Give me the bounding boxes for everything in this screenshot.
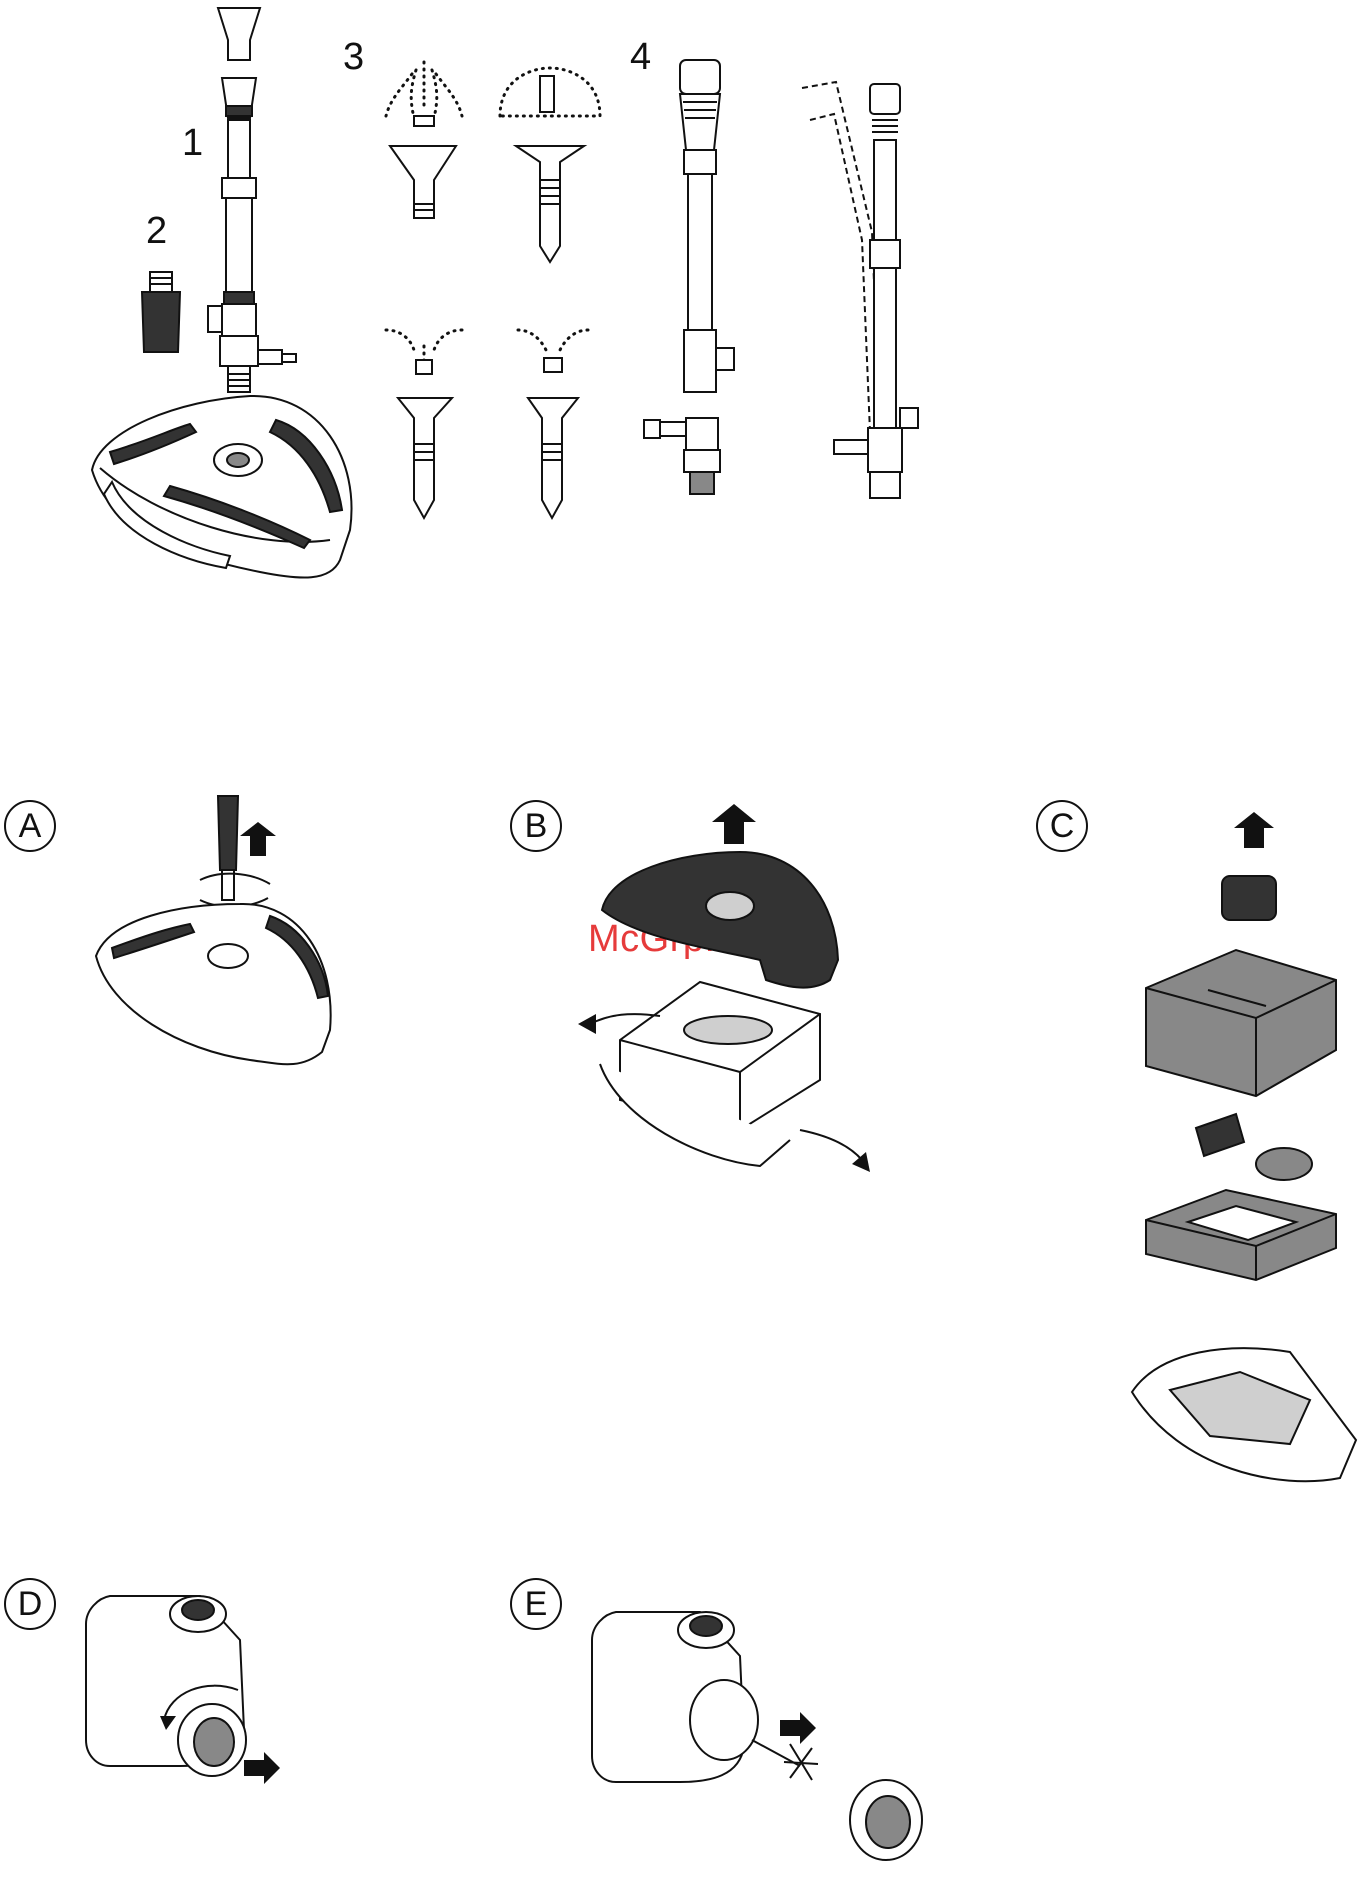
- step-b-illustration: [578, 804, 870, 1172]
- extension-tubes: [644, 60, 918, 498]
- telescope-pipe: [208, 8, 296, 392]
- step-c-illustration: [1132, 812, 1356, 1481]
- step-e-illustration: [592, 1612, 922, 1860]
- pump-housing-top: [92, 396, 352, 578]
- nozzle-set: [386, 62, 600, 518]
- hose-adapter: [142, 272, 180, 352]
- step-d-illustration: [86, 1596, 280, 1784]
- step-a-illustration: [96, 796, 331, 1064]
